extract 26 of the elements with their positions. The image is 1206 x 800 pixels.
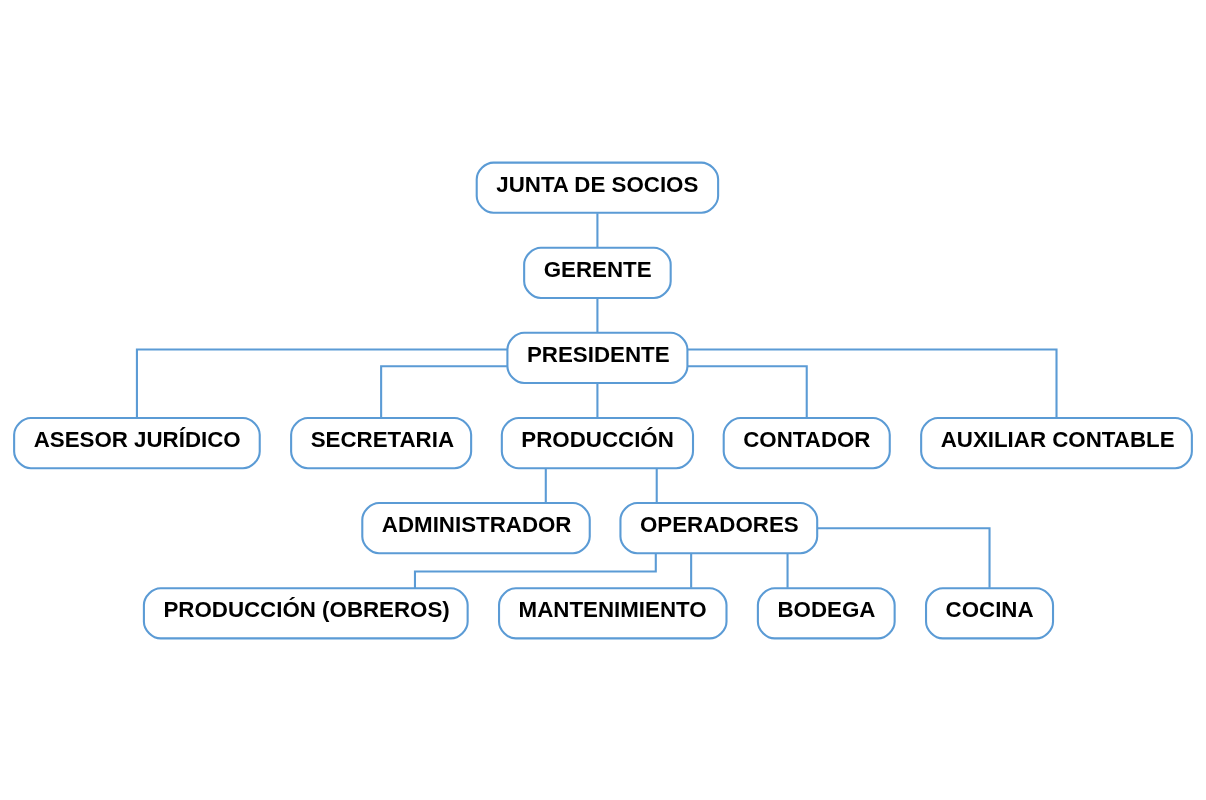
- node-box: GERENTE: [523, 246, 672, 299]
- node-box: ADMINISTRADOR: [361, 501, 591, 554]
- connector: [135, 348, 507, 417]
- connector: [817, 526, 991, 588]
- connector: [786, 553, 789, 588]
- node-box: OPERADORES: [619, 501, 819, 554]
- node-box: AUXILIAR CONTABLE: [920, 416, 1193, 469]
- node-box: CONTADOR: [722, 416, 891, 469]
- node-box: PRESIDENTE: [506, 331, 689, 384]
- node-box: MANTENIMIENTO: [498, 586, 728, 639]
- connector: [688, 364, 808, 418]
- node-box: JUNTA DE SOCIOS: [475, 161, 720, 214]
- connector: [596, 297, 599, 332]
- connector: [655, 468, 658, 503]
- connector: [687, 348, 1058, 417]
- node-box: COCINA: [925, 586, 1055, 639]
- node-box: PRODUCCIÓN (OBREROS): [142, 586, 469, 639]
- connector: [596, 383, 599, 418]
- node-box: ASESOR JURÍDICO: [13, 416, 261, 469]
- connector: [690, 553, 693, 588]
- connector: [596, 212, 599, 247]
- node-box: PRODUCCIÓN: [500, 416, 695, 469]
- connector: [544, 468, 547, 503]
- connector: [380, 364, 507, 418]
- node-box: BODEGA: [756, 586, 896, 639]
- node-box: SECRETARIA: [290, 416, 473, 469]
